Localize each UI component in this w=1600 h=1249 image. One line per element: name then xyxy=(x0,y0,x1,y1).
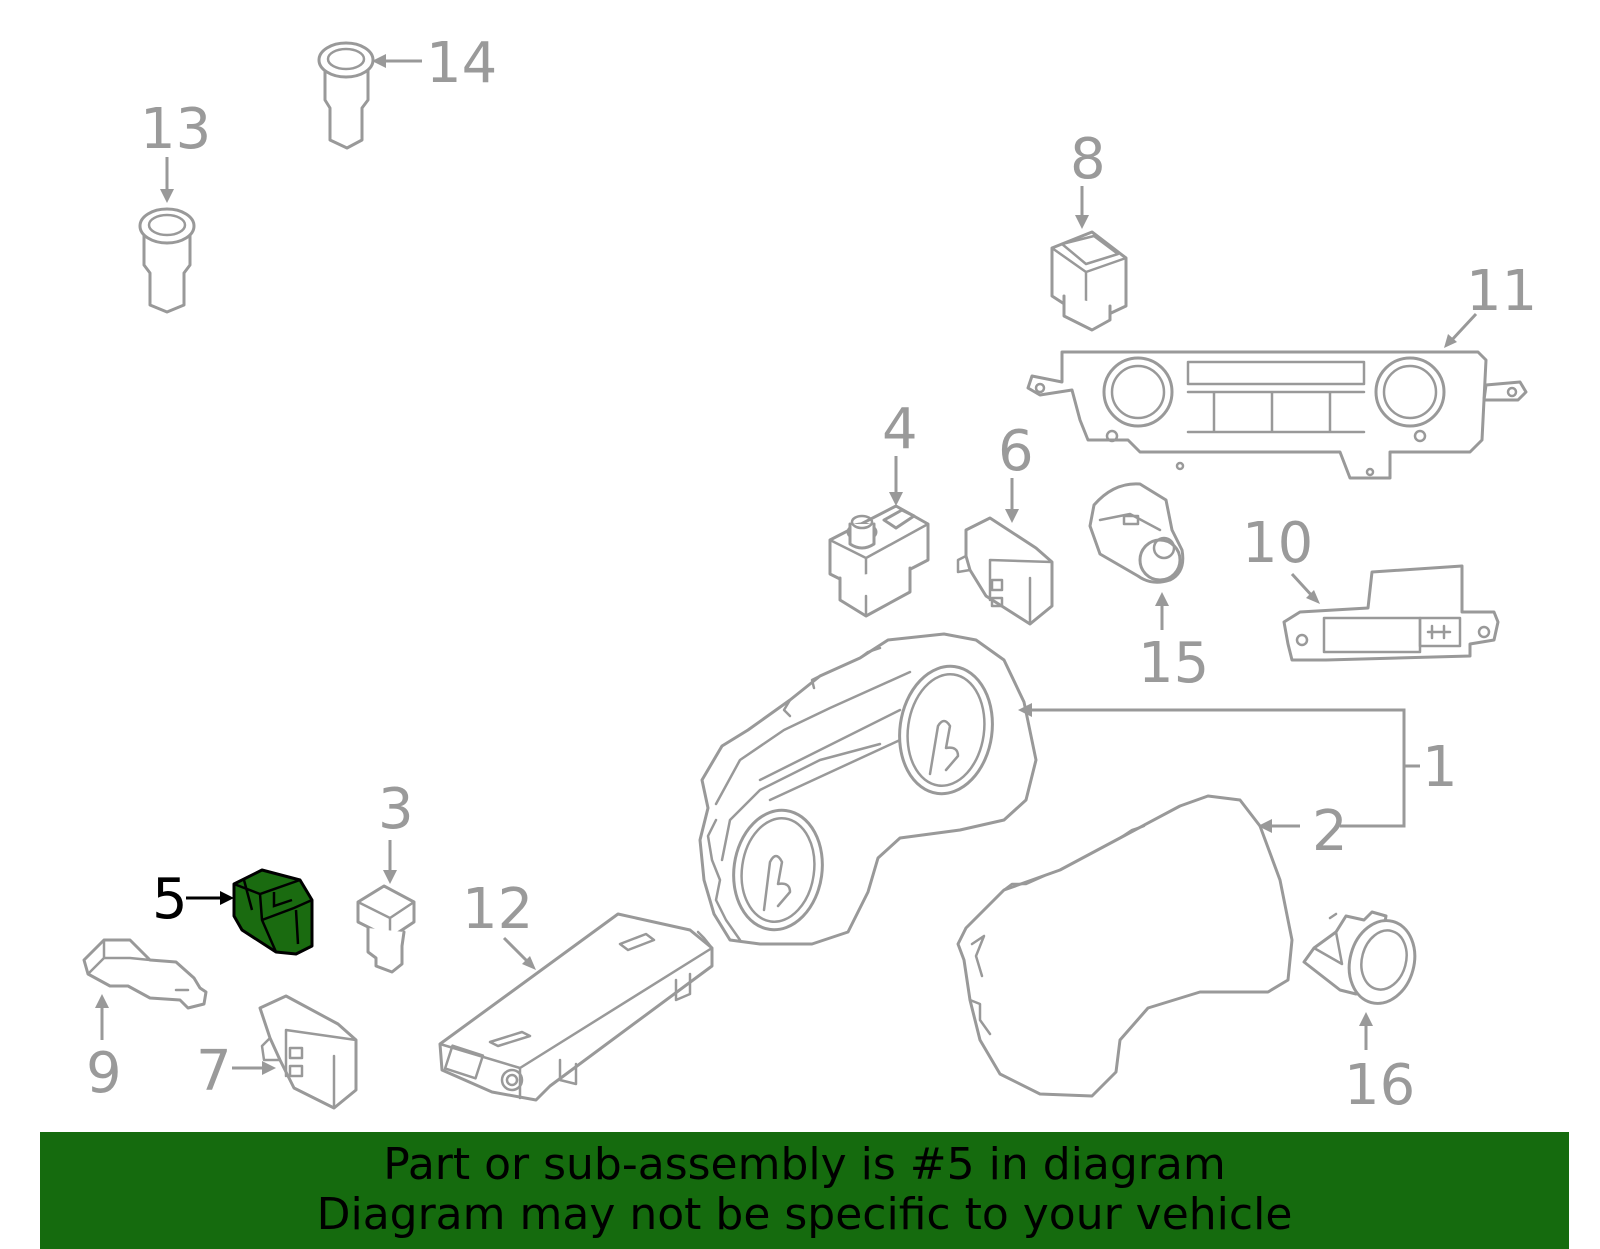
part-9-sensor[interactable] xyxy=(82,938,208,1010)
part-16-sensor[interactable] xyxy=(1302,910,1424,1011)
arrow-13 xyxy=(160,189,174,203)
part-5-switch-highlighted[interactable] xyxy=(232,868,314,956)
arrow-2 xyxy=(1258,819,1272,833)
banner-line-2: Diagram may not be specific to your vehi… xyxy=(316,1189,1293,1240)
callout-4: 4 xyxy=(882,397,918,462)
part-15-sensor[interactable] xyxy=(1088,482,1185,584)
callout-14: 14 xyxy=(426,31,497,96)
info-banner: Part or sub-assembly is #5 in diagram Di… xyxy=(40,1132,1569,1249)
arrow-4 xyxy=(889,492,903,506)
callout-10: 10 xyxy=(1242,511,1313,576)
leader-11 xyxy=(1448,312,1478,344)
leader-1 xyxy=(1026,708,1406,828)
callout-9: 9 xyxy=(86,1041,122,1106)
arrow-15 xyxy=(1155,592,1169,606)
arrow-3 xyxy=(383,870,397,884)
part-1-instrument-cluster[interactable] xyxy=(698,632,1038,946)
callout-16: 16 xyxy=(1344,1053,1415,1118)
banner-line-1: Part or sub-assembly is #5 in diagram xyxy=(383,1139,1226,1190)
part-4-switch[interactable] xyxy=(828,504,930,618)
part-2-lens[interactable] xyxy=(956,794,1294,1098)
arrow-12 xyxy=(522,956,536,970)
arrow-7 xyxy=(262,1061,276,1075)
callout-13: 13 xyxy=(140,97,211,162)
arrow-14 xyxy=(372,54,386,68)
part-7-switch[interactable] xyxy=(258,994,358,1110)
part-12-control-module[interactable] xyxy=(438,912,714,1102)
callout-7: 7 xyxy=(196,1039,232,1104)
callout-1: 1 xyxy=(1422,735,1458,800)
arrow-1 xyxy=(1018,703,1032,717)
arrow-8 xyxy=(1075,215,1089,229)
arrow-6 xyxy=(1005,509,1019,523)
callout-5: 5 xyxy=(152,867,188,932)
part-11-climate-panel[interactable] xyxy=(1026,350,1528,480)
arrow-16 xyxy=(1359,1012,1373,1026)
callout-2: 2 xyxy=(1312,799,1348,864)
part-10-module[interactable] xyxy=(1282,564,1500,662)
part-13-clip[interactable] xyxy=(138,207,196,314)
arrow-10 xyxy=(1306,590,1320,604)
callout-3: 3 xyxy=(378,777,414,842)
leader-12 xyxy=(502,936,532,966)
callout-8: 8 xyxy=(1070,127,1106,192)
part-3-switch[interactable] xyxy=(356,884,416,974)
callout-15: 15 xyxy=(1138,631,1209,696)
callout-11: 11 xyxy=(1466,259,1537,324)
callout-12: 12 xyxy=(462,877,533,942)
arrow-11 xyxy=(1444,334,1457,348)
callout-6: 6 xyxy=(998,419,1034,484)
arrow-9 xyxy=(95,994,109,1008)
part-8-switch[interactable] xyxy=(1050,230,1128,332)
part-6-switch[interactable] xyxy=(956,516,1054,626)
part-14-clip[interactable] xyxy=(317,41,375,150)
arrow-5 xyxy=(220,891,234,905)
